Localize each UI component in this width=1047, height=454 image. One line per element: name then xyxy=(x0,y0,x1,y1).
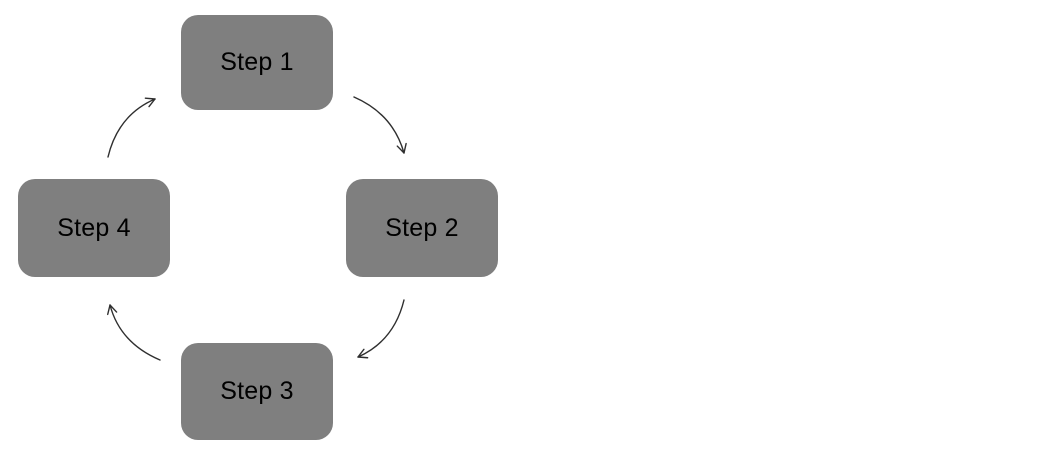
arrow-step4-to-step1 xyxy=(107,97,156,158)
arrow-step3-to-step4 xyxy=(107,304,161,361)
node-step-1-label: Step 1 xyxy=(220,48,294,76)
arrow-step2-to-step3 xyxy=(357,299,405,359)
node-step-1: Step 1 xyxy=(181,15,333,110)
node-step-3: Step 3 xyxy=(181,343,333,440)
node-step-2: Step 2 xyxy=(346,179,498,277)
node-step-4: Step 4 xyxy=(18,179,170,277)
node-step-2-label: Step 2 xyxy=(385,213,459,242)
node-step-4-label: Step 4 xyxy=(57,213,131,242)
arrow-step1-to-step2 xyxy=(353,96,407,154)
node-step-3-label: Step 3 xyxy=(220,377,294,405)
